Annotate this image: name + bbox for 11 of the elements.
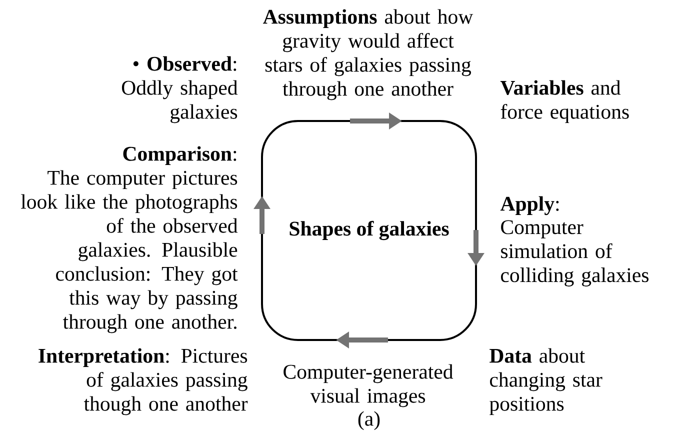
annotation-text: Interpretation: Pictures of galaxies passing though one another [38, 348, 248, 416]
figure-caption: (a) [358, 411, 380, 430]
annotation-text: Apply: [500, 196, 559, 216]
annotation-text: Computer simulation of colliding galaxies [501, 220, 648, 286]
annotation-text: Computer-generated visual images [284, 364, 454, 408]
annotation-text: Comparison: [123, 146, 236, 166]
annotation-text: The computer pictures look like the photographs of the observed galaxies. Plausible conclusion: They got this way by passing through one another. [21, 170, 238, 334]
annotation-text: • Observed: Oddly shaped galaxies [122, 56, 238, 124]
annotation-text: Assumptions about how gravity would affect stars of galaxies passing through one another [263, 9, 474, 100]
annotation-text: Variables and force equations [500, 80, 629, 124]
annotation-text: Data about changing star positions [490, 348, 602, 416]
